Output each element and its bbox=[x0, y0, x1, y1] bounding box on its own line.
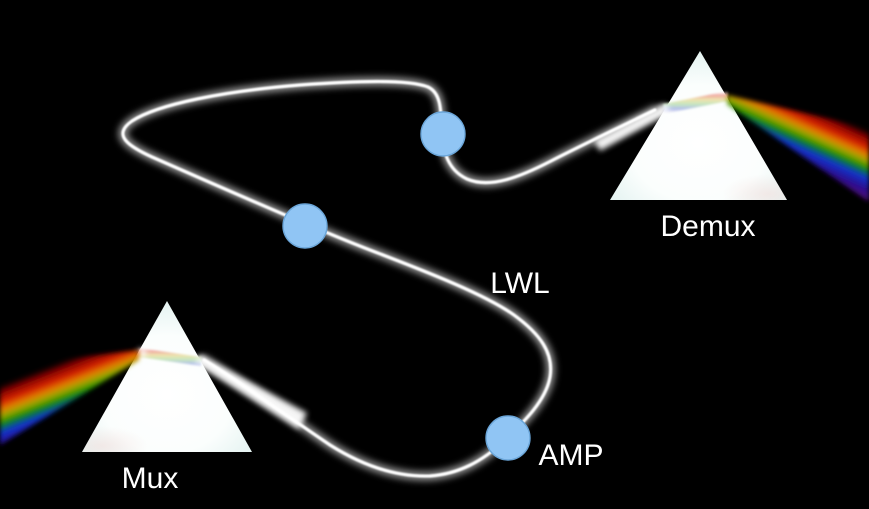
fiber-label: LWL bbox=[490, 267, 549, 300]
mux-internal-spectrum bbox=[139, 348, 201, 366]
mux-output-beam bbox=[195, 355, 307, 429]
mux-label: Mux bbox=[122, 462, 179, 495]
amplifier-node-1-ring bbox=[420, 111, 466, 157]
demux-face-glow bbox=[659, 104, 669, 114]
mux-exit-glow bbox=[196, 357, 204, 365]
demux-input-beam bbox=[594, 105, 668, 151]
fiber-cable bbox=[118, 76, 660, 481]
demux-internal-spectrum bbox=[663, 91, 728, 114]
fiber-core bbox=[121, 79, 657, 478]
amplifier-label: AMP bbox=[538, 439, 603, 472]
mux-face-glow bbox=[137, 348, 147, 358]
amplifier-node-2 bbox=[283, 204, 327, 248]
amplifier-node-3 bbox=[486, 416, 530, 460]
demux-spectrum-fan bbox=[727, 95, 869, 202]
amplifier-node-2-ring bbox=[282, 203, 328, 249]
mux-spectrum-fan bbox=[0, 350, 139, 445]
demux-prism bbox=[610, 51, 787, 200]
demux-label: Demux bbox=[660, 210, 755, 243]
mux-prism bbox=[82, 301, 252, 452]
amplifier-node-1 bbox=[421, 112, 465, 156]
amplifier-node-3-ring bbox=[485, 415, 531, 461]
